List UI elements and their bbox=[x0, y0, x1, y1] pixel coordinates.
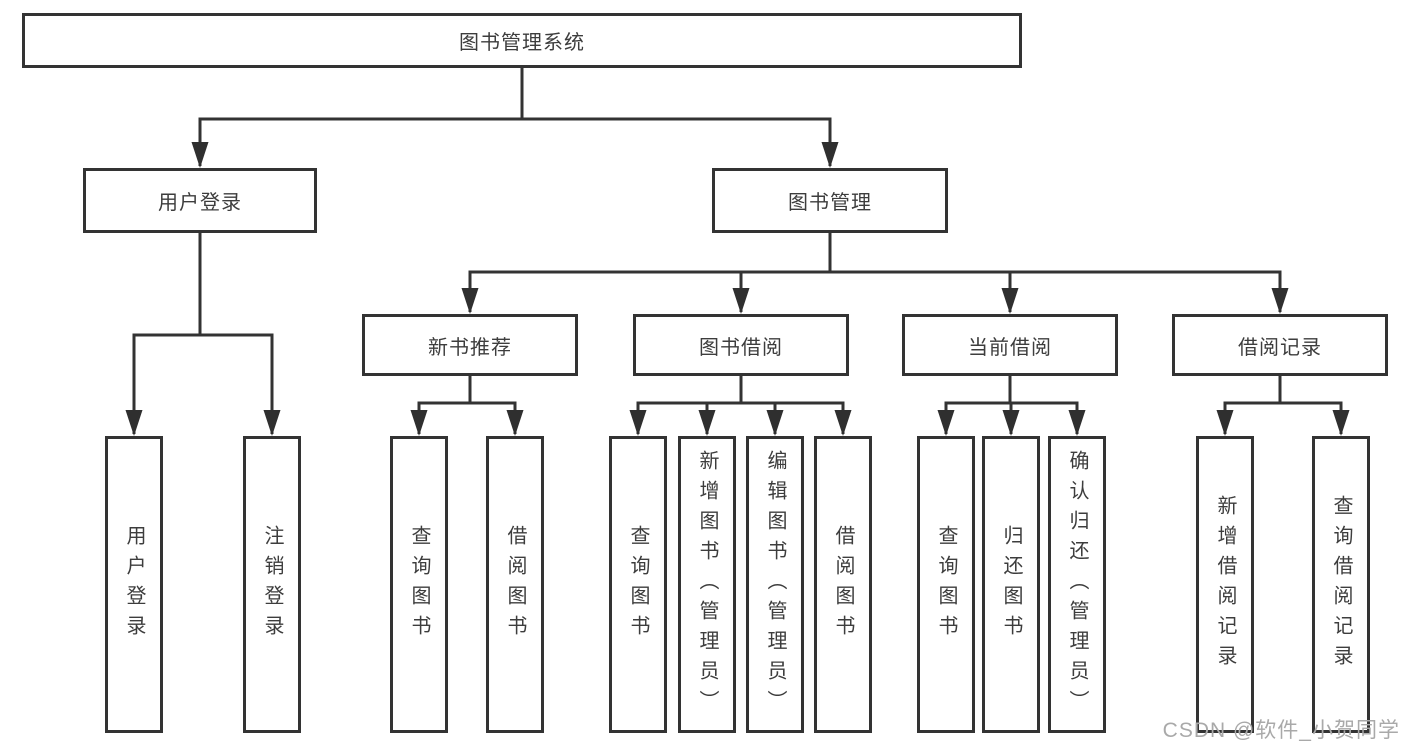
leaf-borrow-query-books: 查询图书 bbox=[609, 436, 667, 733]
leaf-label: 借阅图书 bbox=[832, 524, 854, 645]
csdn-watermark: CSDN @软件_小贺同学 bbox=[1162, 719, 1400, 742]
leaf-label: 查询图书 bbox=[408, 524, 430, 645]
leaf-label: 确认归还（管理员） bbox=[1066, 449, 1088, 720]
leaf-current-confirm-return-admin: 确认归还（管理员） bbox=[1048, 436, 1106, 733]
node-book-management: 图书管理 bbox=[712, 168, 948, 233]
node-label: 图书借阅 bbox=[699, 336, 783, 359]
leaf-borrow-add-books-admin: 新增图书（管理员） bbox=[678, 436, 736, 733]
leaf-logout: 注销登录 bbox=[243, 436, 301, 733]
leaf-label: 借阅图书 bbox=[504, 524, 526, 645]
leaf-borrow-edit-books-admin: 编辑图书（管理员） bbox=[746, 436, 804, 733]
leaf-current-query-books: 查询图书 bbox=[917, 436, 975, 733]
leaf-records-add-borrow-record: 新增借阅记录 bbox=[1196, 436, 1254, 733]
leaf-label: 新增图书（管理员） bbox=[696, 449, 718, 720]
leaf-newrec-borrow-books: 借阅图书 bbox=[486, 436, 544, 733]
node-label: 用户登录 bbox=[158, 192, 242, 214]
node-user-login: 用户登录 bbox=[83, 168, 317, 233]
leaf-label: 查询图书 bbox=[627, 524, 649, 645]
leaf-label: 查询图书 bbox=[935, 524, 957, 645]
leaf-label: 用户登录 bbox=[123, 524, 145, 645]
node-library-management-system: 图书管理系统 bbox=[22, 13, 1022, 68]
node-borrow-records: 借阅记录 bbox=[1172, 314, 1388, 376]
node-label: 借阅记录 bbox=[1238, 336, 1322, 359]
node-label: 图书管理系统 bbox=[459, 32, 585, 54]
node-current-borrow: 当前借阅 bbox=[902, 314, 1118, 376]
leaf-current-return-books: 归还图书 bbox=[982, 436, 1040, 733]
node-label: 图书管理 bbox=[788, 192, 872, 214]
leaf-user-login: 用户登录 bbox=[105, 436, 163, 733]
leaf-newrec-query-books: 查询图书 bbox=[390, 436, 448, 733]
leaf-label: 新增借阅记录 bbox=[1214, 494, 1236, 675]
node-label: 新书推荐 bbox=[428, 336, 512, 359]
node-book-borrow: 图书借阅 bbox=[633, 314, 849, 376]
leaf-label: 注销登录 bbox=[261, 524, 283, 645]
leaf-records-query-borrow-record: 查询借阅记录 bbox=[1312, 436, 1370, 733]
leaf-borrow-borrow-books: 借阅图书 bbox=[814, 436, 872, 733]
node-label: 当前借阅 bbox=[968, 336, 1052, 359]
leaf-label: 查询借阅记录 bbox=[1330, 494, 1352, 675]
leaf-label: 编辑图书（管理员） bbox=[764, 449, 786, 720]
leaf-label: 归还图书 bbox=[1000, 524, 1022, 645]
node-new-book-recommend: 新书推荐 bbox=[362, 314, 578, 376]
